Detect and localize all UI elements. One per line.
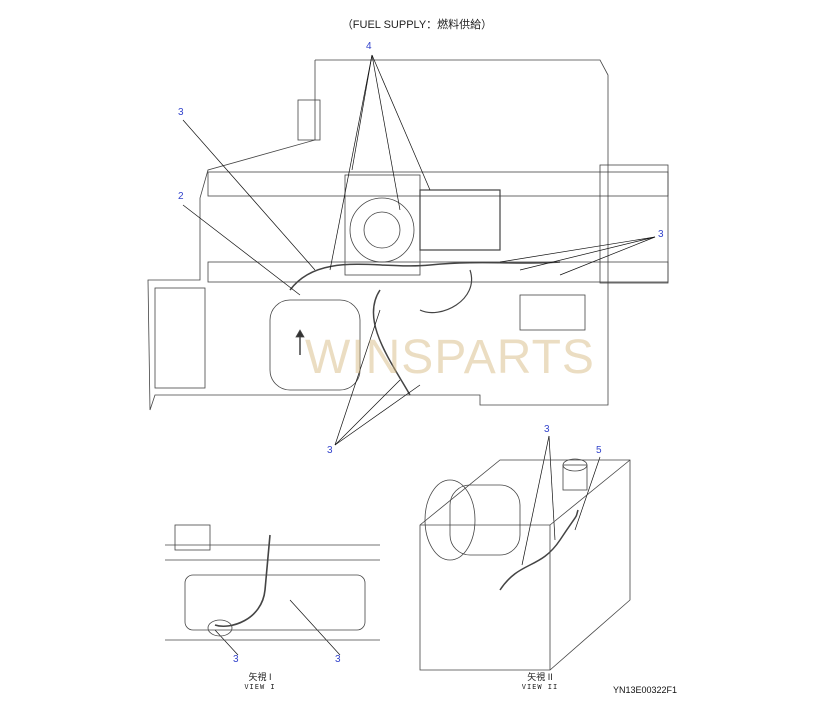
callout-3: 3 <box>178 107 184 118</box>
view-1-jp: 矢視 I <box>248 672 272 682</box>
callout-3: 3 <box>335 654 341 665</box>
view-1-en: VIEW I <box>244 683 276 691</box>
callout-4: 4 <box>366 41 372 52</box>
view-1-detail <box>165 524 380 641</box>
view-2-en: VIEW II <box>521 683 559 691</box>
diagram-title: （FUEL SUPPLY：燃料供給） <box>341 19 493 31</box>
view-2-label: 矢視 II VIEW II <box>518 672 562 692</box>
main-assembly-view <box>147 59 669 411</box>
callout-3: 3 <box>544 424 550 435</box>
watermark: WINSPARTS <box>305 331 595 384</box>
callout-5: 5 <box>596 445 602 456</box>
leader-lines <box>182 54 656 656</box>
drawing-code: YN13E00322F1 <box>613 685 678 695</box>
callout-3: 3 <box>658 229 664 240</box>
view-2-jp: 矢視 II <box>527 672 553 682</box>
callout-3: 3 <box>327 445 333 456</box>
callout-3: 3 <box>233 654 239 665</box>
view-1-label: 矢視 I VIEW I <box>240 672 280 692</box>
view-2-detail <box>419 458 631 671</box>
callout-2: 2 <box>178 191 184 202</box>
